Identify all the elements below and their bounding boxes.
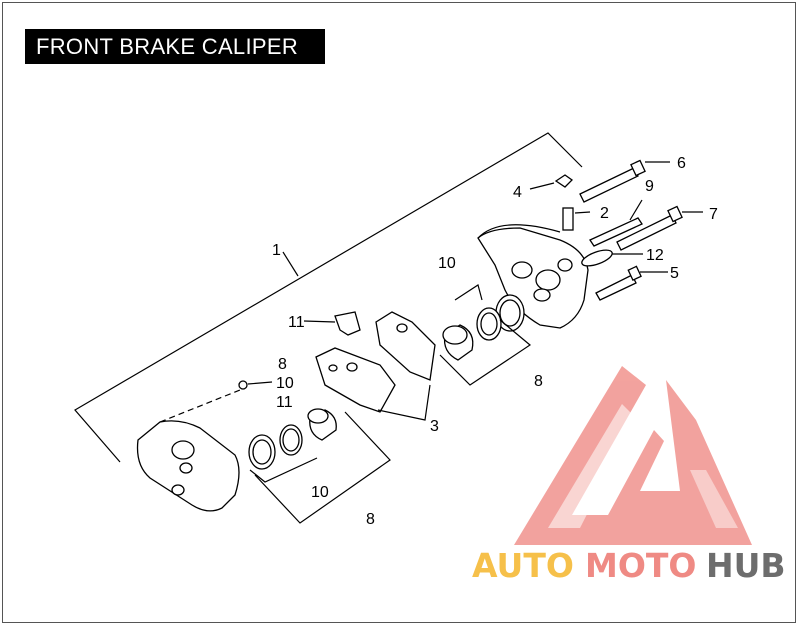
right-piston xyxy=(442,324,474,361)
callout-8-b: 8 xyxy=(366,511,375,528)
diagram-title: FRONT BRAKE CALIPER xyxy=(25,29,325,64)
bracket-8-right xyxy=(439,319,532,386)
left-piston xyxy=(307,408,337,441)
bracket-10-right xyxy=(454,284,483,301)
o-ring-12 xyxy=(581,249,643,267)
pad-clip xyxy=(303,311,361,336)
callout-10-b: 10 xyxy=(311,484,329,501)
watermark-hub: HUB xyxy=(706,546,786,585)
callout-5: 5 xyxy=(670,265,679,282)
caliper-housing-right xyxy=(477,224,589,329)
bleeder-cap xyxy=(529,174,574,190)
watermark-moto: MOTO xyxy=(585,546,696,585)
assembly-bracket xyxy=(74,132,583,463)
callout-4: 4 xyxy=(513,184,522,201)
callout-2: 2 xyxy=(600,205,609,222)
callout-11-b: 11 xyxy=(288,314,305,331)
bracket-10-left xyxy=(249,457,318,483)
callout-8-c: 8 xyxy=(534,373,543,390)
watermark-text: AUTO MOTO HUB xyxy=(472,546,786,585)
bolt-6 xyxy=(579,159,670,203)
callout-3: 3 xyxy=(430,418,439,435)
watermark-logo xyxy=(514,366,752,545)
watermark-auto: AUTO xyxy=(472,546,574,585)
bolt-5 xyxy=(595,265,668,301)
brake-pad-inner xyxy=(375,311,436,381)
callout-9: 9 xyxy=(645,178,654,195)
callout-11-a: 11 xyxy=(276,394,293,411)
brake-pad-outer xyxy=(315,347,396,413)
callout-10-a: 10 xyxy=(276,375,294,392)
caliper-housing-left xyxy=(136,389,241,512)
left-seals xyxy=(248,424,303,470)
callout-12: 12 xyxy=(646,247,664,264)
callout-8-a: 8 xyxy=(278,356,287,373)
plug xyxy=(238,380,273,390)
bleeder-valve xyxy=(562,207,591,231)
bracket-3 xyxy=(377,384,431,421)
bracket-8-left xyxy=(254,411,391,524)
bolt-7 xyxy=(616,205,703,251)
callout-1: 1 xyxy=(272,242,281,259)
callout-6: 6 xyxy=(677,155,686,172)
pin-9 xyxy=(589,199,643,247)
right-seals xyxy=(476,294,525,341)
callout-7: 7 xyxy=(709,206,718,223)
callout-10-c: 10 xyxy=(438,255,456,272)
